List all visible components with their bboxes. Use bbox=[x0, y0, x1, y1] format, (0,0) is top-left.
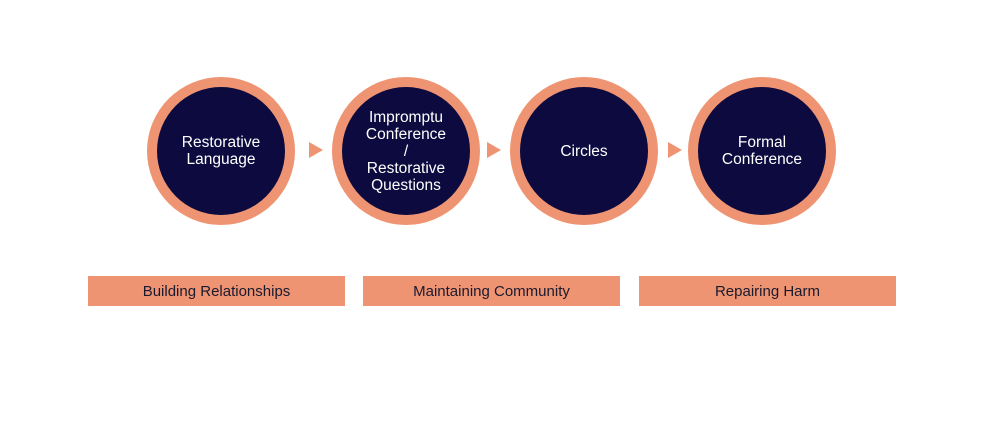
band-repairing-harm: Repairing Harm bbox=[639, 276, 896, 306]
step-circle-restorative-language: Restorative Language bbox=[147, 77, 295, 225]
band-label-building-relationships: Building Relationships bbox=[142, 282, 291, 300]
step-label-formal-conference: Formal Conference bbox=[721, 134, 803, 168]
step-label-impromptu-conference: Impromptu Conference / Restorative Quest… bbox=[365, 108, 447, 194]
step-circle-impromptu-conference: Impromptu Conference / Restorative Quest… bbox=[332, 77, 480, 225]
band-label-maintaining-community: Maintaining Community bbox=[413, 282, 570, 300]
step-circle-inner: Circles bbox=[520, 87, 648, 215]
step-label-circles: Circles bbox=[560, 142, 608, 160]
band-building-relationships: Building Relationships bbox=[88, 276, 345, 306]
arrow-right-icon bbox=[309, 142, 323, 158]
step-circle-circles: Circles bbox=[510, 77, 658, 225]
band-label-repairing-harm: Repairing Harm bbox=[714, 282, 821, 300]
step-circle-inner: Formal Conference bbox=[698, 87, 826, 215]
step-circle-formal-conference: Formal Conference bbox=[688, 77, 836, 225]
arrow-right-icon bbox=[668, 142, 682, 158]
step-label-restorative-language: Restorative Language bbox=[181, 134, 261, 168]
step-circle-inner: Restorative Language bbox=[157, 87, 285, 215]
arrow-right-icon bbox=[487, 142, 501, 158]
band-maintaining-community: Maintaining Community bbox=[363, 276, 620, 306]
step-circle-inner: Impromptu Conference / Restorative Quest… bbox=[342, 87, 470, 215]
